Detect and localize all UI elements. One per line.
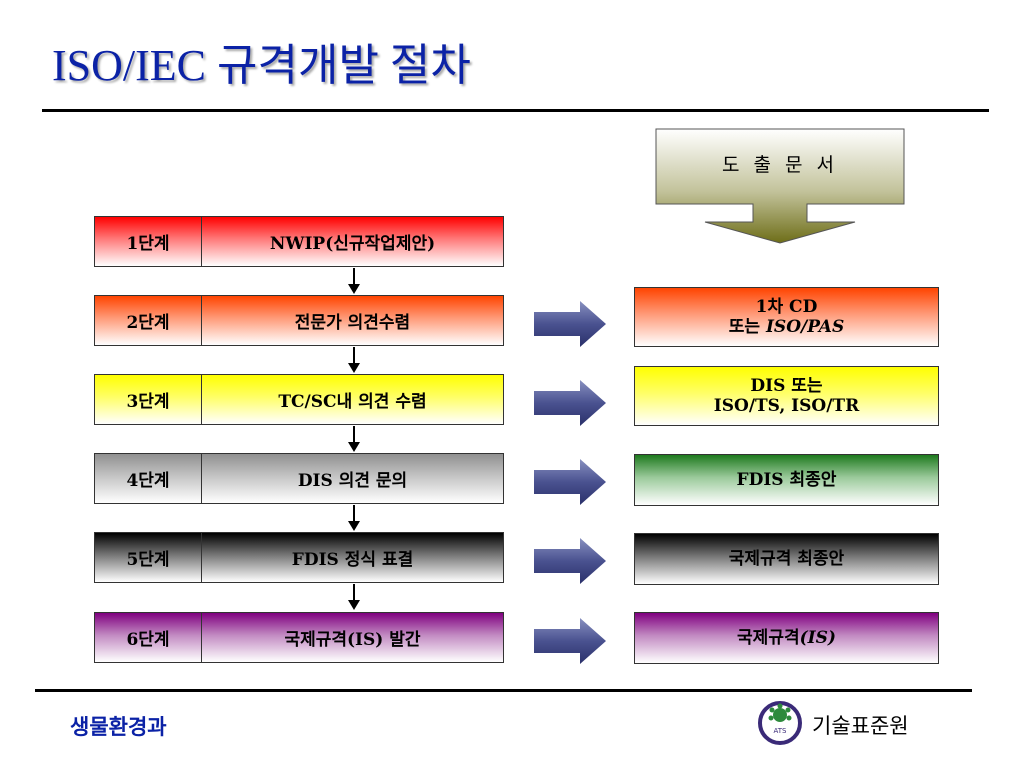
title-divider <box>42 109 989 112</box>
stage-label: 2단계 <box>95 296 202 345</box>
stage-row-4: 4단계 DIS 의견 문의 <box>94 453 504 504</box>
output-doc-line: 국제규격(IS) <box>737 628 836 648</box>
footer-agency: 기술표준원 <box>812 714 909 738</box>
stage-name: 국제규격(IS) 발간 <box>284 630 421 650</box>
right-arrow-icon <box>534 538 606 584</box>
right-arrow-icon <box>534 459 606 505</box>
stage-label: 6단계 <box>95 613 202 662</box>
stage-name: 전문가 의견수렴 <box>294 313 411 333</box>
output-doc-text: 또는 <box>728 317 766 337</box>
stage-label: 3단계 <box>95 375 202 424</box>
flow-arrow-down-icon <box>348 426 360 452</box>
output-doc-line: 또는 ISO/PAS <box>729 317 844 337</box>
flow-arrow-down-icon <box>348 268 360 294</box>
stage-label: 1단계 <box>95 217 202 266</box>
output-doc-line: ISO/TS, ISO/TR <box>713 396 860 416</box>
output-doc-5: 국제규격(IS) <box>634 612 939 664</box>
output-documents-header: 도 출 문 서 <box>655 128 905 244</box>
output-doc-line: DIS 또는 <box>750 375 823 396</box>
output-doc-1: 1차 CD 또는 ISO/PAS <box>634 287 939 347</box>
output-doc-line: 1차 CD <box>755 296 818 317</box>
stage-row-2: 2단계 전문가 의견수렴 <box>94 295 504 346</box>
stage-name: DIS 의견 문의 <box>297 471 408 491</box>
stage-row-1: 1단계 NWIP(신규작업제안) <box>94 216 504 267</box>
stage-name: TC/SC내 의견 수렴 <box>278 392 427 412</box>
output-doc-text: 국제규격 <box>737 627 800 648</box>
stage-row-6: 6단계 국제규격(IS) 발간 <box>94 612 504 663</box>
output-doc-line: 국제규격 최종안 <box>728 548 845 569</box>
stage-name: FDIS 정식 표결 <box>291 550 414 570</box>
right-arrow-icon <box>534 618 606 664</box>
flow-arrow-down-icon <box>348 505 360 531</box>
flow-arrow-down-icon <box>348 584 360 610</box>
stage-label: 4단계 <box>95 454 202 503</box>
stage-label: 5단계 <box>95 533 202 582</box>
output-doc-4: 국제규격 최종안 <box>634 533 939 585</box>
right-arrow-icon <box>534 301 606 347</box>
output-documents-label: 도 출 문 서 <box>721 154 839 176</box>
output-doc-line: FDIS 최종안 <box>736 469 837 490</box>
output-doc-3: FDIS 최종안 <box>634 454 939 506</box>
output-doc-2: DIS 또는 ISO/TS, ISO/TR <box>634 366 939 426</box>
footer-department: 생물환경과 <box>70 715 167 739</box>
agency-logo-icon: ATS <box>758 701 802 745</box>
stage-row-3: 3단계 TC/SC내 의견 수렴 <box>94 374 504 425</box>
flow-arrow-down-icon <box>348 347 360 373</box>
right-arrow-icon <box>534 380 606 426</box>
stage-row-5: 5단계 FDIS 정식 표결 <box>94 532 504 583</box>
logo-text: ATS <box>774 727 788 735</box>
stage-name: NWIP(신규작업제안) <box>269 234 436 254</box>
page-title: ISO/IEC 규격개발 절차 <box>52 41 471 90</box>
output-doc-italic-text: (IS) <box>799 627 836 648</box>
footer-divider <box>35 689 972 692</box>
down-arrow-icon <box>655 128 905 244</box>
output-doc-italic-text: ISO/PAS <box>765 317 845 337</box>
